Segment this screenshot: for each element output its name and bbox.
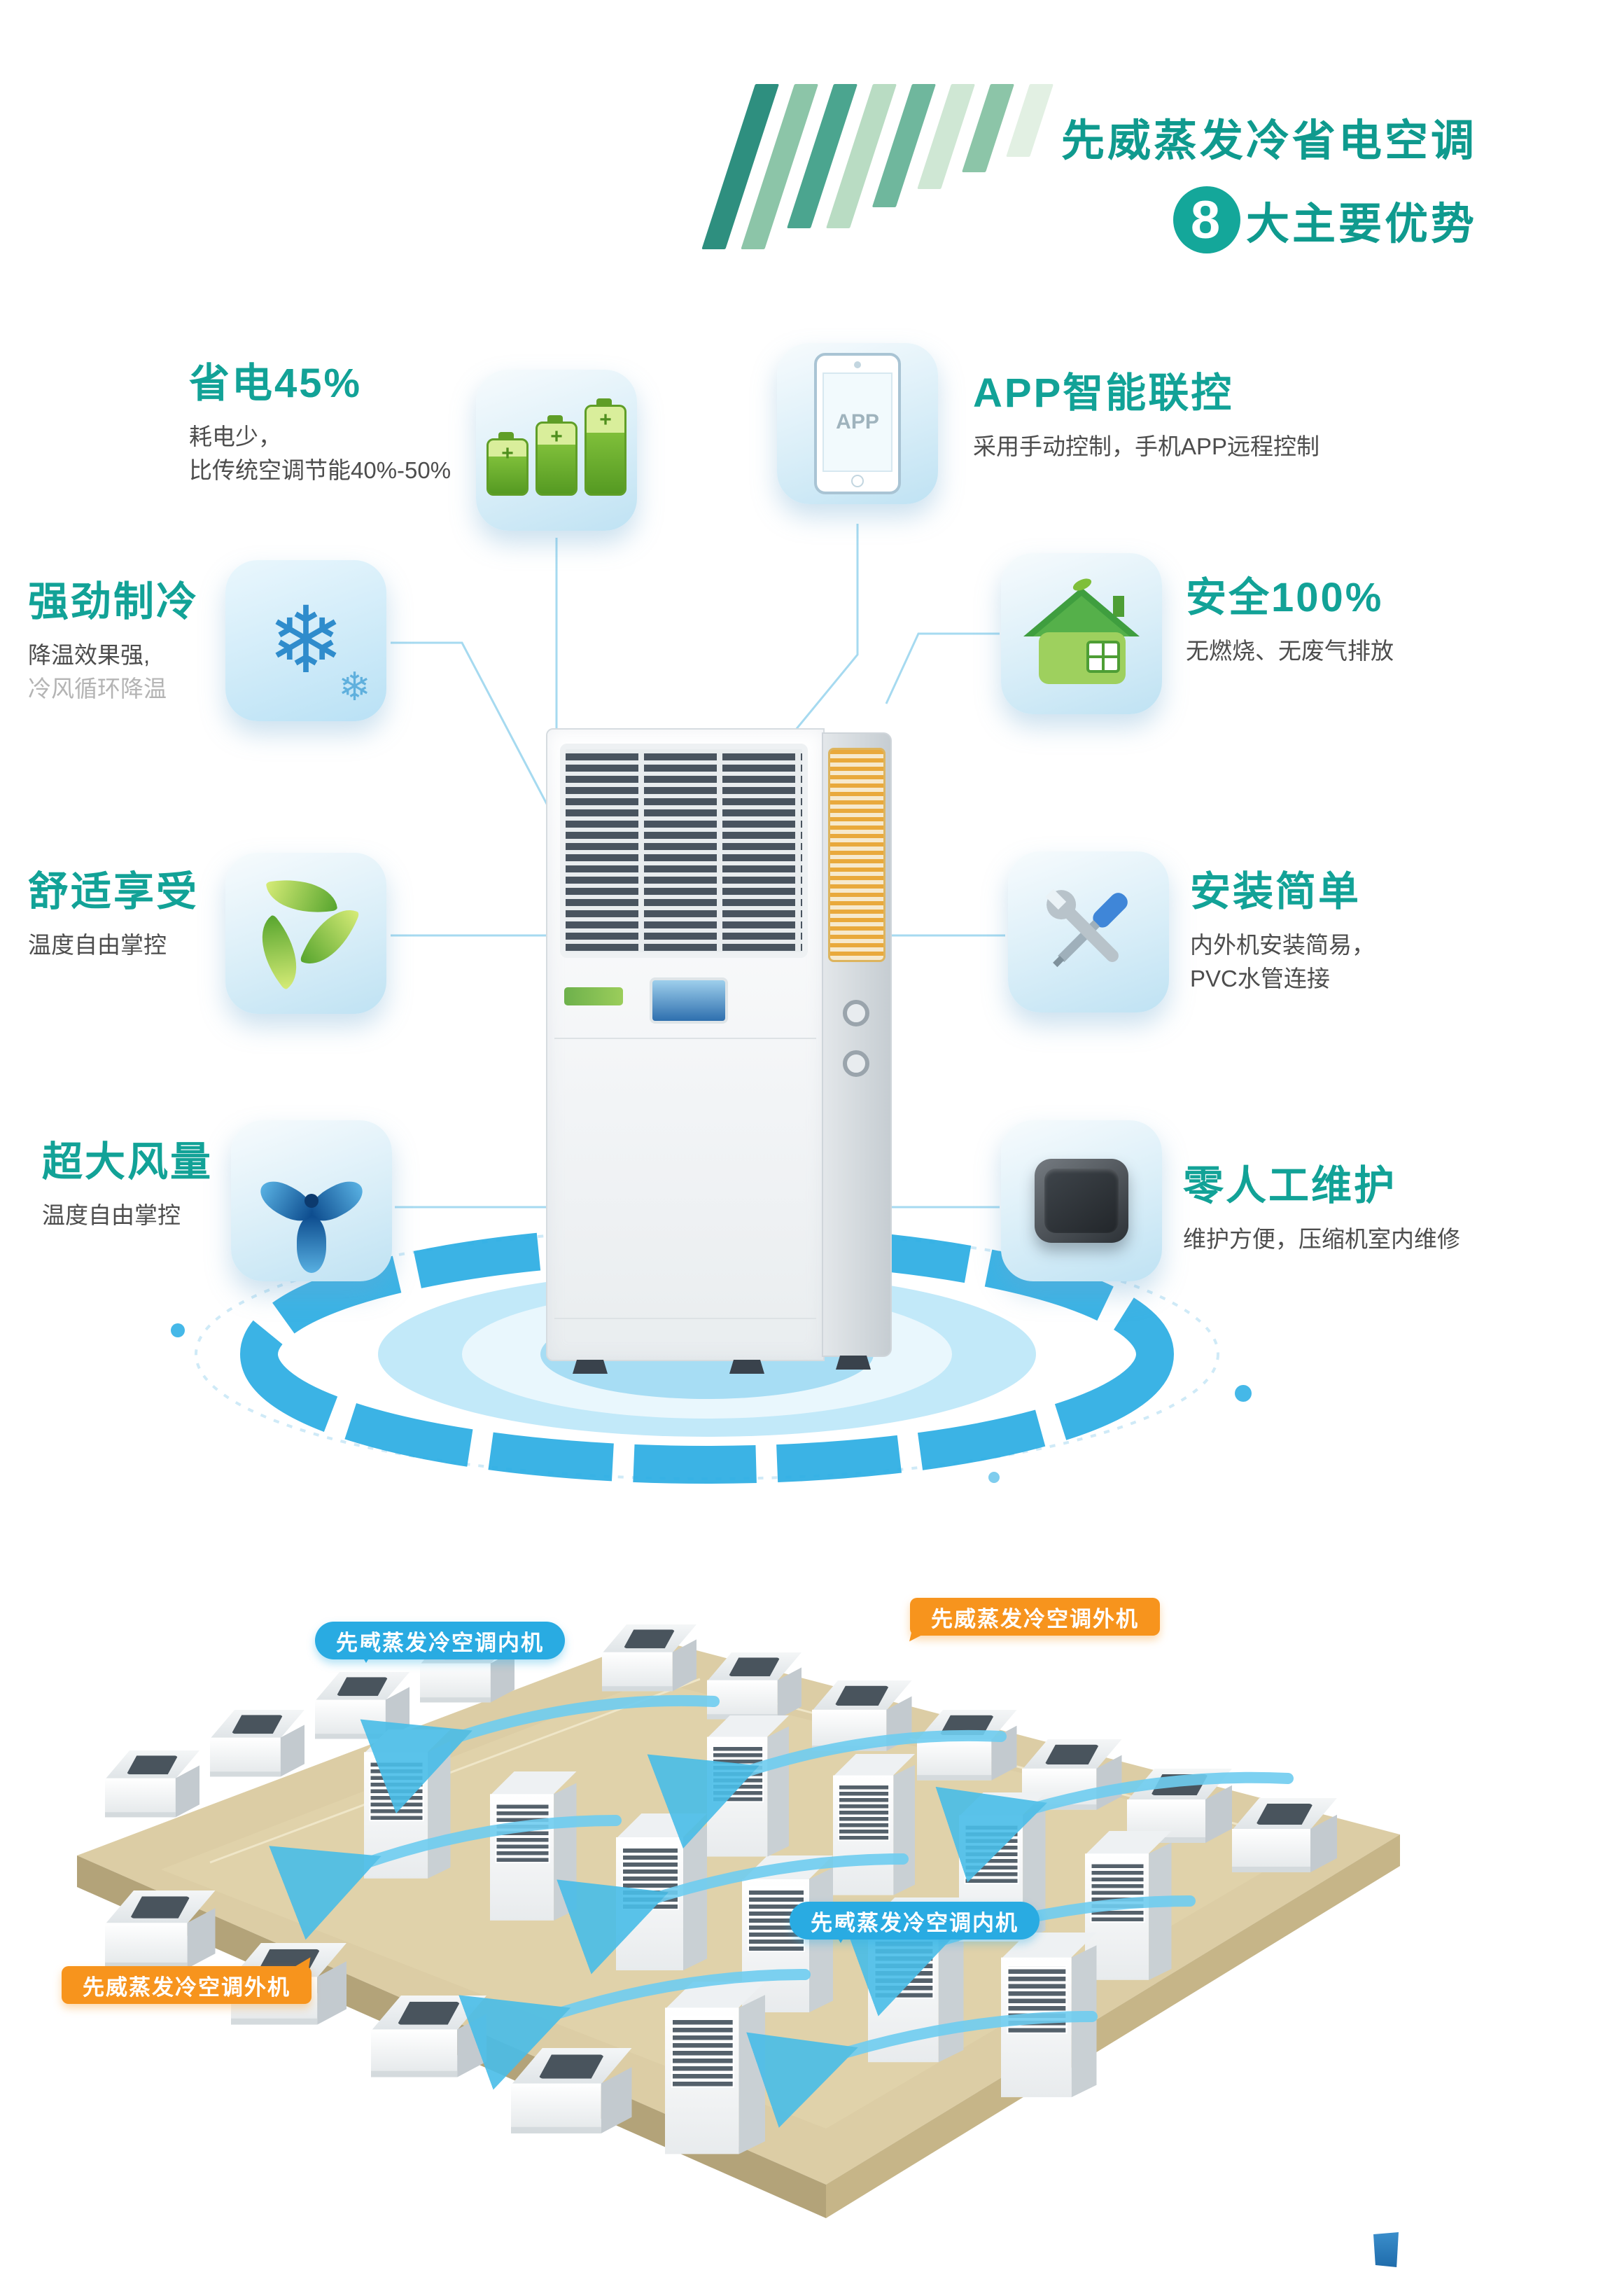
feature-desc: 采用手动控制，手机APP远程控制	[973, 430, 1320, 464]
product-foot	[729, 1360, 764, 1374]
desc-line: 温度自由掌控	[42, 1202, 181, 1228]
brand-logo	[564, 987, 623, 1005]
fan-graphic	[248, 1138, 374, 1273]
header-subtitle: 8 大主要优势	[1061, 186, 1477, 253]
desc-line: 温度自由掌控	[28, 932, 167, 958]
battery-icon: + + +	[476, 370, 637, 531]
product-control-band	[560, 976, 808, 1024]
feature-title: 零人工维护	[1183, 1163, 1397, 1209]
handle	[843, 1050, 869, 1077]
product-foot	[836, 1356, 871, 1370]
feature-title: 超大风量	[42, 1139, 214, 1185]
control-display	[650, 977, 728, 1024]
feature-desc: 无燃烧、无废气排放	[1186, 634, 1394, 668]
tools-icon	[1008, 851, 1169, 1012]
header-title: 先威蒸发冷省电空调	[1060, 117, 1477, 165]
feature-strong-cooling: 强劲制冷 降温效果强, 冷风循环降温	[28, 569, 199, 706]
number-badge: 8	[1172, 186, 1240, 253]
feature-desc: 维护方便，压缩机室内维修	[1183, 1223, 1460, 1256]
feature-title: 省电45%	[189, 361, 363, 406]
phone-icon: APP	[777, 343, 938, 504]
house-icon	[1001, 553, 1162, 714]
snowflake-glyph-small: ❄	[338, 664, 371, 709]
feature-app-control: APP智能联控 采用手动控制，手机APP远程控制	[973, 360, 1320, 464]
page-header: 先威蒸发冷省电空调 8 大主要优势	[701, 77, 1568, 259]
snowflake-icon: ❄ ❄	[225, 560, 386, 721]
snowflake-glyph: ❄	[267, 589, 345, 692]
handle	[843, 1000, 869, 1026]
desc-line: 无燃烧、无废气排放	[1186, 638, 1394, 664]
tools-graphic	[1045, 889, 1128, 968]
label-outdoor-unit-1: 先威蒸发冷空调外机	[910, 1598, 1160, 1636]
panel-seam	[554, 1038, 816, 1039]
header-subtitle-text: 大主要优势	[1245, 200, 1477, 249]
compressor-graphic	[1035, 1159, 1128, 1243]
product-foot	[573, 1360, 608, 1374]
product-side-panel	[822, 732, 892, 1370]
feature-desc: 温度自由掌控	[42, 1199, 213, 1232]
side-vent-grille	[828, 748, 886, 962]
product-air-grille	[560, 744, 808, 958]
feature-power-saving: 省电45% 耗电少， 比传统空调节能40%-50%	[189, 350, 451, 487]
phone-screen: APP	[822, 372, 892, 472]
feature-title: 安装简单	[1190, 869, 1362, 914]
compressor-icon	[1001, 1120, 1162, 1281]
leaves-icon	[225, 853, 386, 1014]
corner-logo	[1373, 2232, 1399, 2267]
header-text: 先威蒸发冷省电空调 8 大主要优势	[1061, 105, 1477, 253]
product-image	[546, 728, 892, 1374]
feature-easy-install: 安装简单 内外机安装简易， PVC水管连接	[1190, 858, 1375, 996]
phone-graphic: APP	[814, 353, 901, 494]
feature-desc: 内外机安装简易， PVC水管连接	[1190, 928, 1375, 996]
fan-icon	[231, 1120, 392, 1281]
feature-title: 舒适享受	[28, 869, 200, 914]
feature-desc: 降温效果强, 冷风循环降温	[28, 639, 199, 706]
feature-zero-maintenance: 零人工维护 维护方便，压缩机室内维修	[1183, 1153, 1460, 1256]
desc-line: 内外机安装简易，	[1190, 932, 1375, 958]
label-indoor-unit-2: 先威蒸发冷空调内机	[790, 1902, 1040, 1943]
panel-seam	[554, 1318, 816, 1319]
desc-line: 采用手动控制，手机APP远程控制	[973, 433, 1320, 459]
feature-safety: 安全100% 无燃烧、无废气排放	[1186, 564, 1394, 668]
desc-line: 冷风循环降温	[28, 675, 167, 702]
desc-line: 维护方便，压缩机室内维修	[1183, 1226, 1460, 1252]
feature-title: 强劲制冷	[28, 579, 200, 625]
battery-graphic: + + +	[486, 398, 626, 496]
feature-title: APP智能联控	[973, 370, 1234, 416]
feature-comfort: 舒适享受 温度自由掌控	[28, 858, 199, 962]
label-indoor-unit-1: 先威蒸发冷空调内机	[315, 1622, 565, 1663]
desc-line: 耗电少，	[189, 424, 281, 450]
feature-title: 安全100%	[1186, 575, 1384, 620]
feature-desc: 耗电少， 比传统空调节能40%-50%	[189, 420, 451, 487]
leaves-graphic	[243, 872, 369, 994]
desc-line: 降温效果强,	[28, 642, 150, 668]
house-graphic	[1023, 578, 1140, 684]
feature-airflow: 超大风量 温度自由掌控	[42, 1129, 213, 1232]
label-outdoor-unit-2: 先威蒸发冷空调外机	[62, 1966, 312, 2004]
feature-desc: 温度自由掌控	[28, 928, 199, 962]
desc-line: PVC水管连接	[1190, 965, 1330, 991]
desc-line: 比传统空调节能40%-50%	[189, 457, 451, 483]
product-front-panel	[546, 728, 825, 1374]
